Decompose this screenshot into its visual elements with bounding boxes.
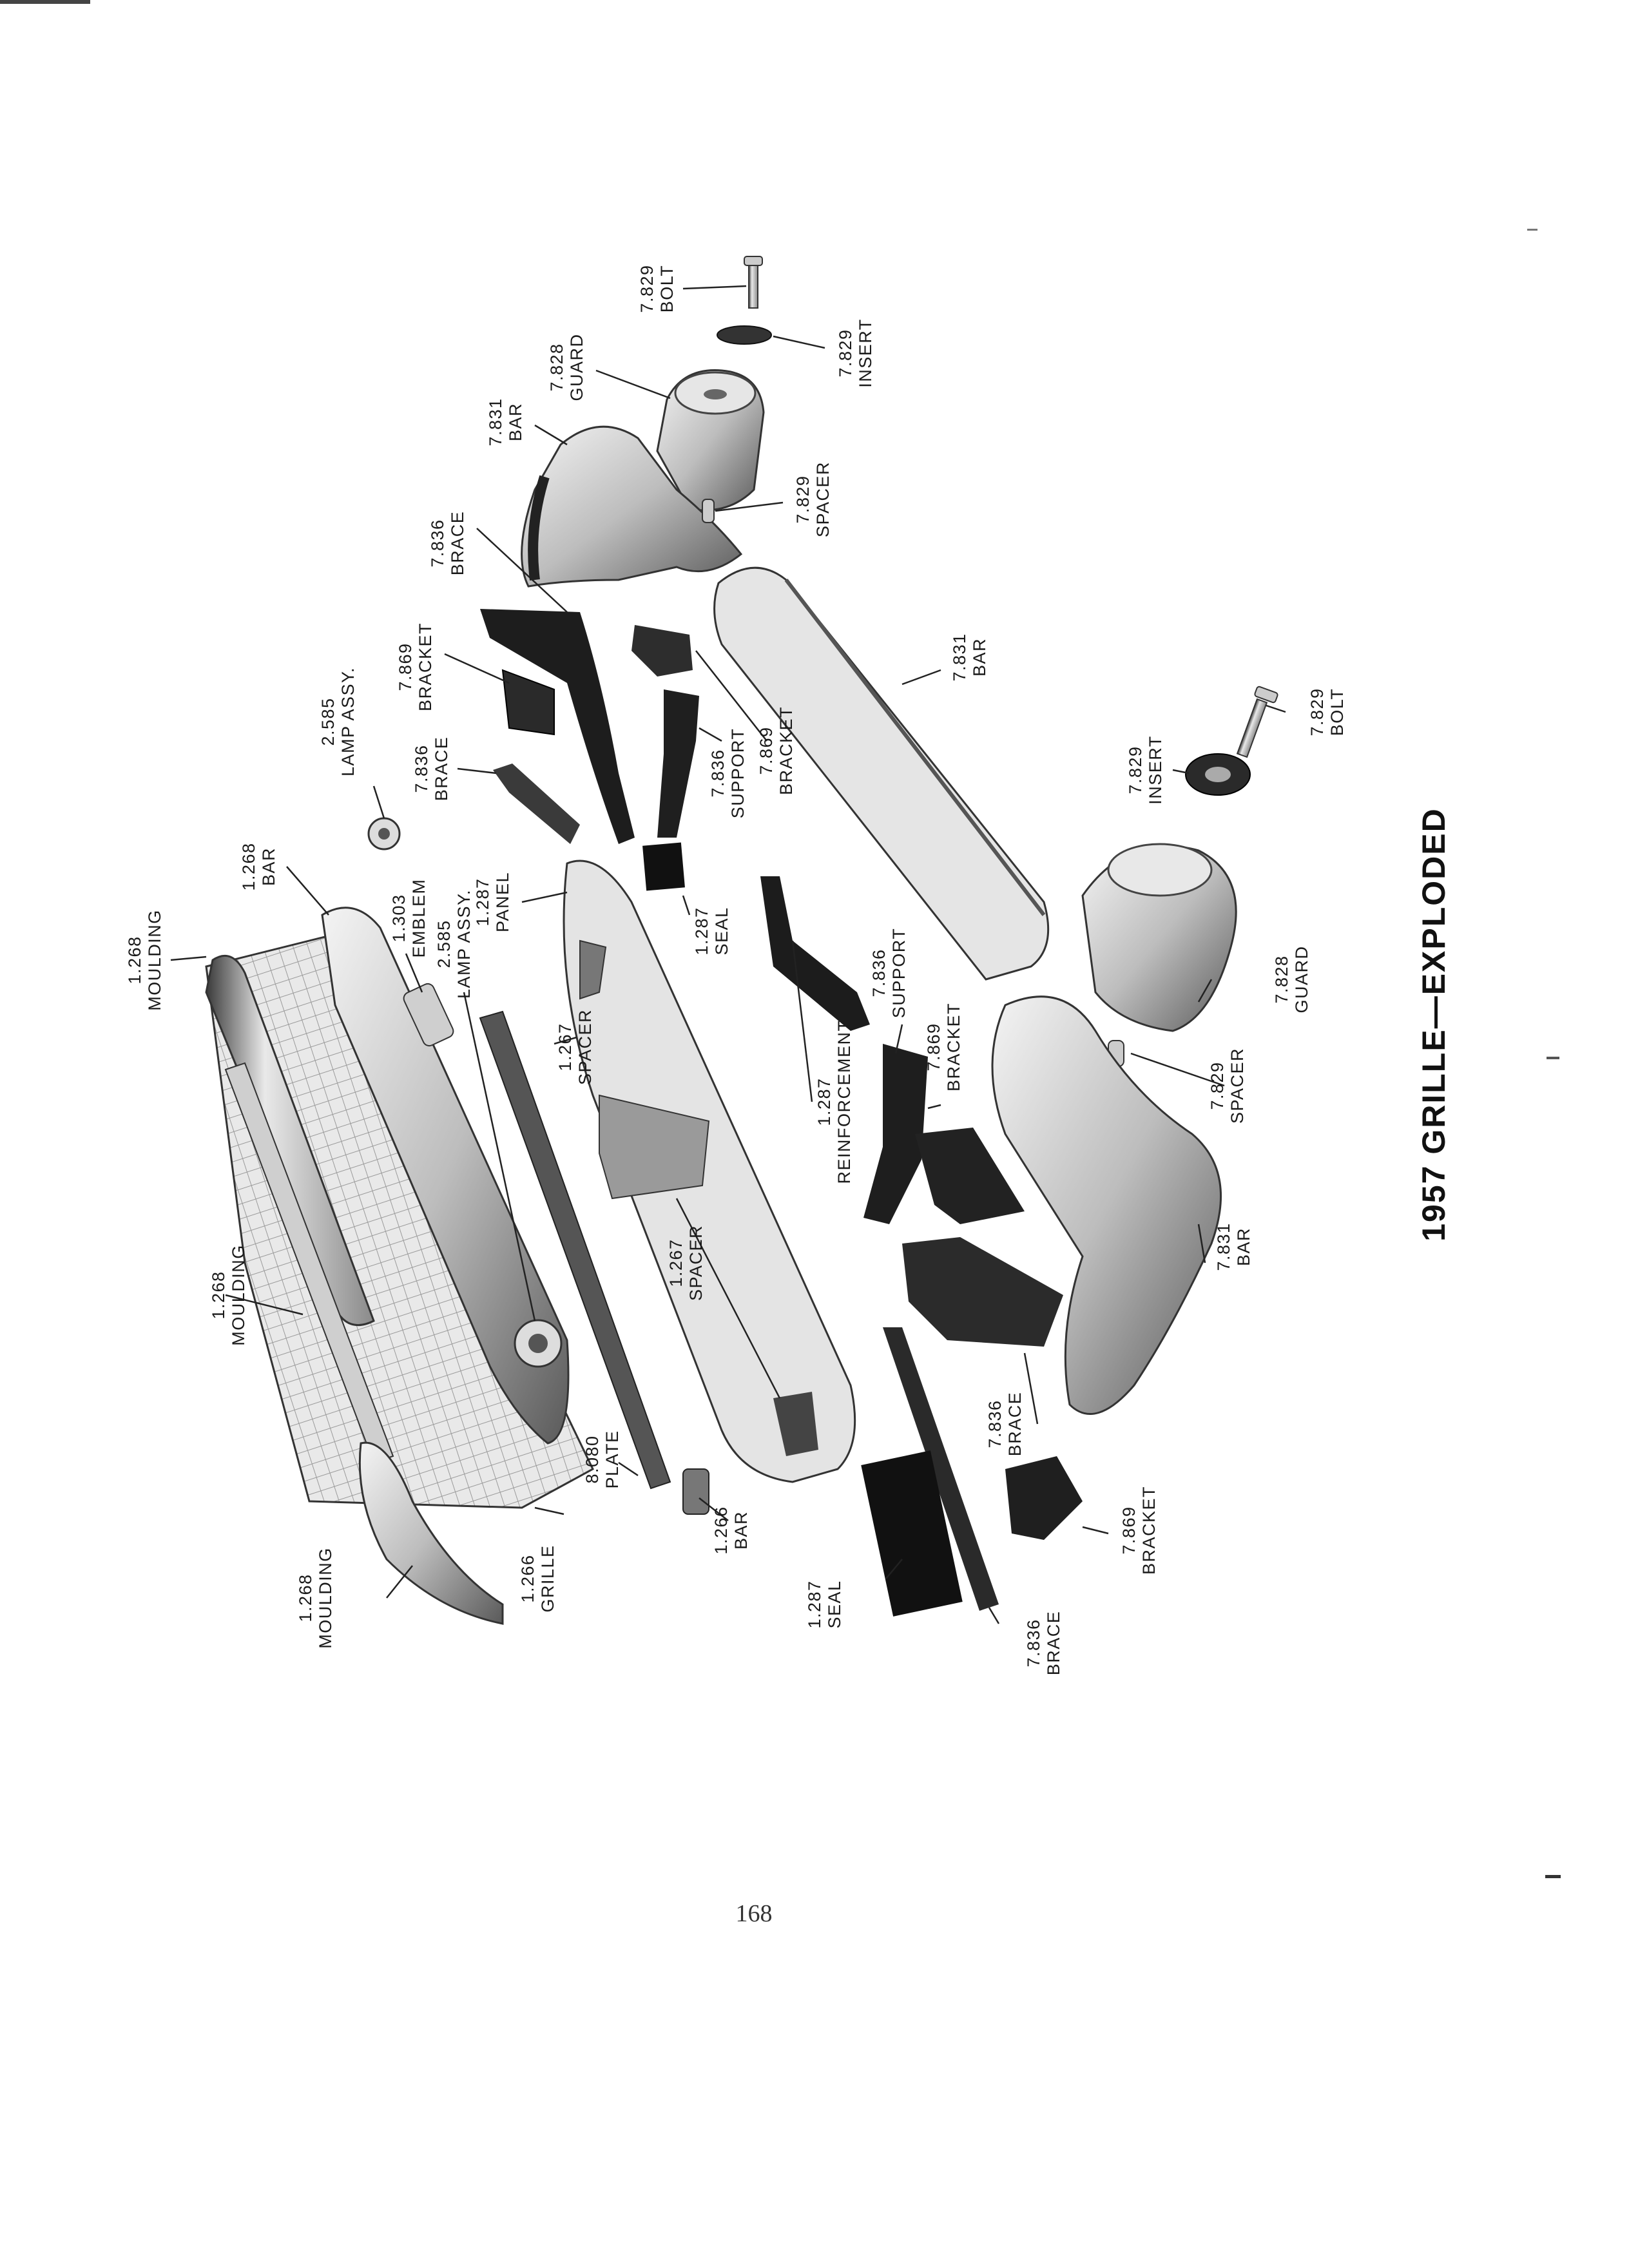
moulding-middle-part — [224, 1062, 394, 1464]
moulding-bottom-part — [358, 1441, 504, 1625]
scan-mark-right-1 — [1527, 229, 1537, 231]
leader-lines — [170, 285, 1286, 1624]
bar-lower-part — [682, 1468, 709, 1515]
guard-top-part — [656, 369, 765, 512]
bar-center-edge — [784, 579, 1046, 916]
spacer-upper-part — [579, 939, 607, 1000]
spacer-lower-part — [599, 1094, 710, 1200]
scan-mark-top — [0, 0, 90, 4]
panel-end-bracket — [773, 1392, 818, 1456]
support-lower-part — [863, 1044, 928, 1224]
insert-top-part — [717, 325, 772, 345]
brace-lower-part — [883, 1327, 999, 1611]
bolt-right-part — [1236, 686, 1278, 758]
bar-center-part — [713, 566, 1050, 981]
panel-part — [563, 860, 856, 1483]
guard-right-part — [1081, 843, 1237, 1032]
scan-mark-right-3 — [1545, 1875, 1561, 1878]
seal-lower-part — [861, 1450, 963, 1617]
brace-top-part — [480, 609, 635, 844]
bracket-upper-left-part — [501, 669, 555, 736]
brace-middle-part — [902, 1237, 1063, 1347]
brace-upper-small-part — [493, 764, 580, 844]
bolt-top-part — [744, 256, 763, 309]
lamp-assy-upper-part — [367, 817, 401, 850]
support-upper-part — [657, 689, 699, 838]
emblem-part — [403, 983, 454, 1047]
insert-right-hole — [1205, 767, 1231, 782]
bar-grille-top-part — [321, 907, 570, 1445]
scan-mark-right-2 — [1547, 1057, 1559, 1059]
bracket-middle-part — [915, 1128, 1025, 1224]
reinforcement-part — [760, 876, 870, 1031]
page-number: 168 — [735, 1900, 773, 1927]
seal-upper-part — [642, 842, 685, 891]
bracket-upper-right-part — [631, 625, 693, 677]
bar-right-part — [991, 995, 1222, 1415]
lamp-assy-lower-part — [514, 1319, 563, 1368]
spacer-top-part — [702, 499, 715, 523]
plate-part — [479, 1010, 671, 1490]
bracket-lower-part — [1005, 1456, 1083, 1540]
